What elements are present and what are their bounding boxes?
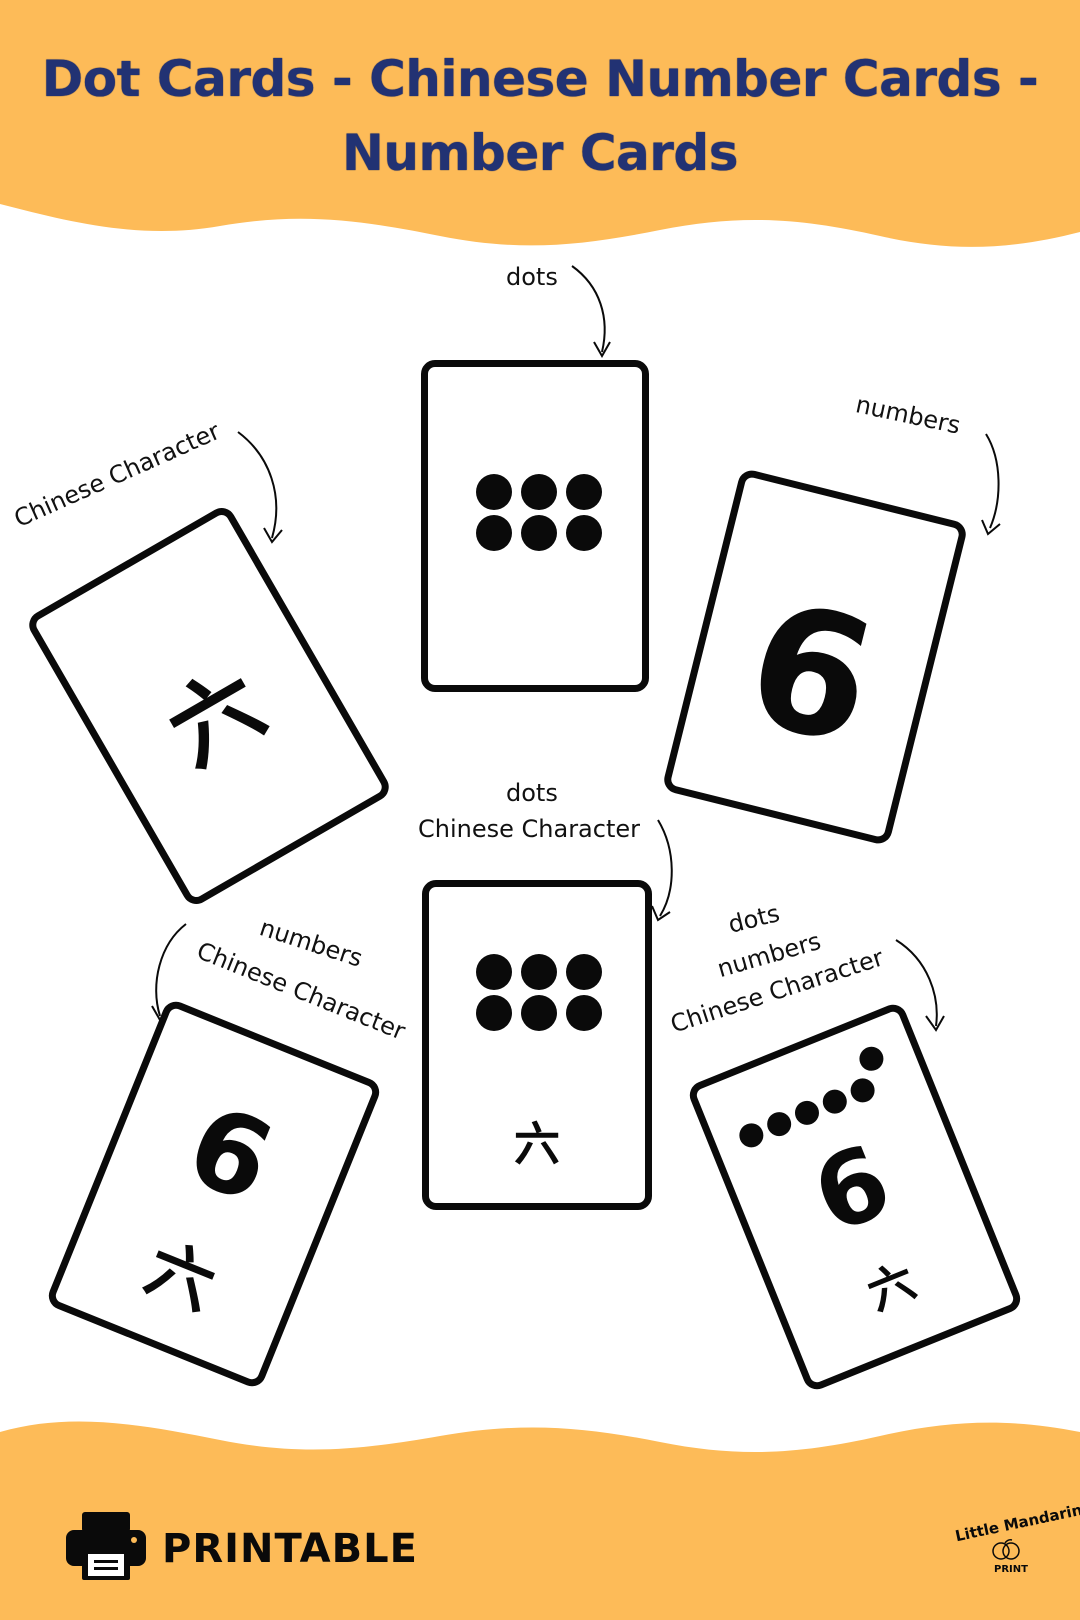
card-character-text: 六	[151, 650, 282, 787]
dot	[521, 515, 557, 551]
arrows	[151, 265, 1001, 1032]
dot	[819, 1086, 851, 1118]
dot	[763, 1108, 795, 1140]
card-character-text: 六	[514, 1117, 560, 1171]
dot	[566, 474, 602, 510]
little-mandarin-logo: Little Mandarin PRINT	[948, 1500, 1080, 1584]
label-mid-dots: dots	[506, 779, 558, 807]
card-dots-character: 六	[422, 880, 652, 1210]
arrow-right-card	[895, 939, 938, 1027]
arrow-chinese	[237, 431, 278, 539]
dot	[855, 1043, 888, 1075]
dot	[521, 954, 557, 990]
dot	[476, 995, 512, 1031]
mandarin-fruit-icon	[992, 1539, 1020, 1560]
dot	[735, 1119, 767, 1151]
dot	[566, 995, 602, 1031]
page-title: Dot Cards - Chinese Number Cards - Numbe…	[40, 42, 1040, 190]
dot	[791, 1097, 823, 1129]
bottom-wave-band	[0, 1421, 1080, 1620]
dot	[521, 995, 557, 1031]
arrow-numbers	[985, 433, 1000, 529]
arrow-mid	[657, 819, 673, 917]
card-numeral-text: 6	[170, 1080, 290, 1228]
arrow-top-dots	[571, 265, 606, 353]
card-dots	[421, 360, 649, 692]
dot	[566, 954, 602, 990]
label-mid-chinese: Chinese Character	[418, 815, 640, 843]
arrow-left-card	[155, 923, 187, 1017]
dot	[846, 1074, 879, 1107]
title-line-1: Dot Cards - Chinese Number Cards -	[41, 50, 1039, 108]
dot	[476, 474, 512, 510]
dot	[566, 515, 602, 551]
printer-icon	[66, 1512, 146, 1580]
printable-label: PRINTABLE	[162, 1526, 418, 1572]
logo-text-print: PRINT	[994, 1564, 1028, 1575]
card-numeral-text: 6	[729, 564, 892, 785]
dot	[521, 474, 557, 510]
title-line-2: Number Cards	[342, 124, 738, 182]
dot	[476, 954, 512, 990]
label-top-dots: dots	[506, 263, 558, 291]
dot	[476, 515, 512, 551]
top-wave-band	[0, 0, 1080, 247]
